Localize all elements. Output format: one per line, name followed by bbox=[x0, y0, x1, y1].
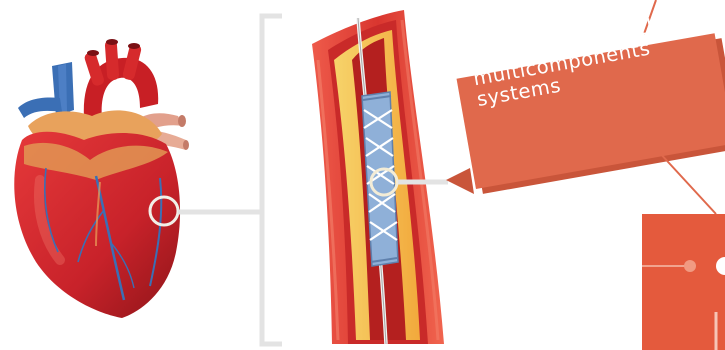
artery-illustration bbox=[312, 10, 444, 344]
detail-panel bbox=[642, 214, 725, 350]
callout-pointer bbox=[446, 168, 474, 194]
bracket bbox=[262, 16, 282, 344]
heart-illustration bbox=[14, 39, 189, 318]
